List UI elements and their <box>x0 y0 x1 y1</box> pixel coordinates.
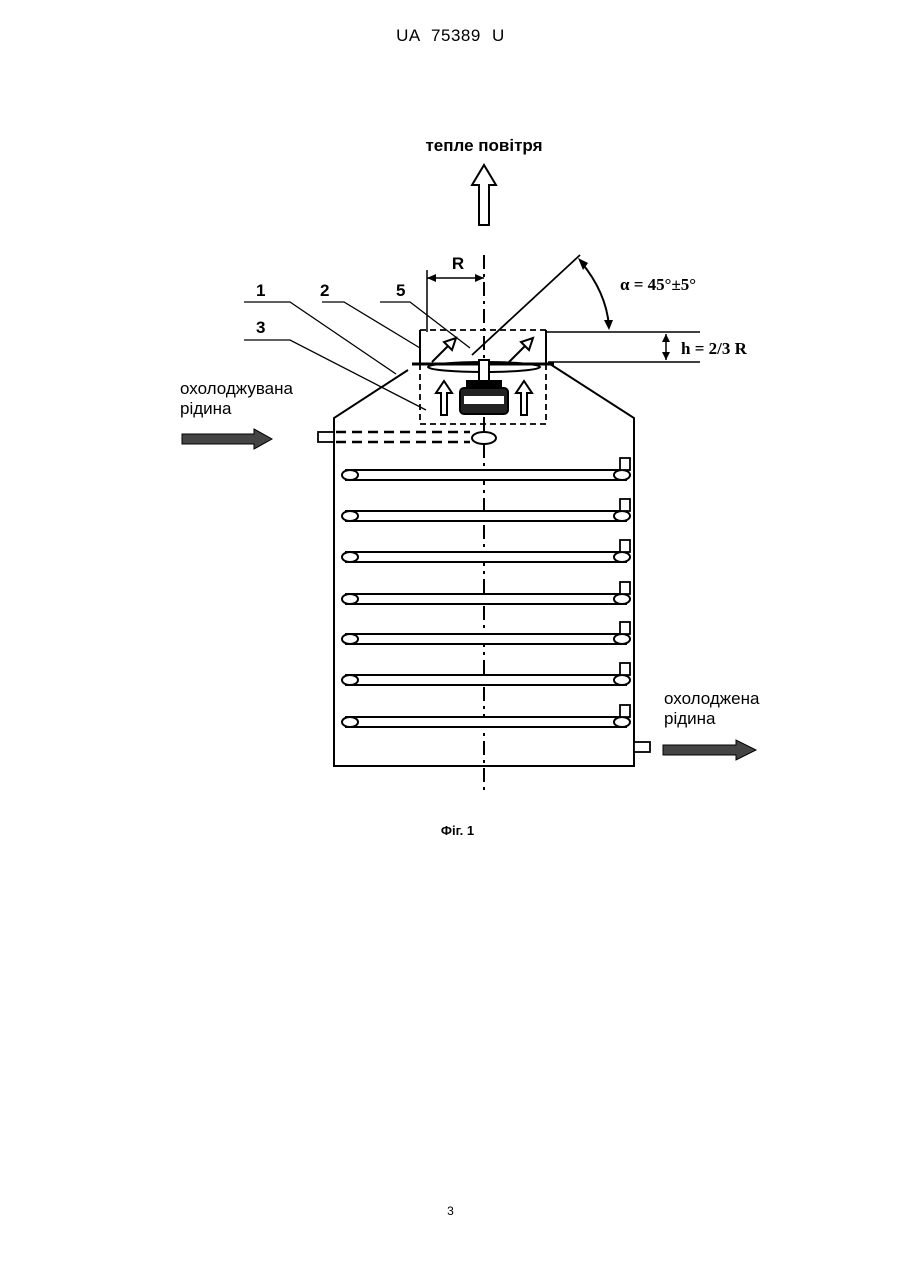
angle-arc <box>581 262 609 326</box>
air-arrow-up-right <box>516 381 532 415</box>
tube-row <box>342 663 630 685</box>
inlet-arrow <box>182 429 272 449</box>
radius-arrowhead-right <box>475 274 484 282</box>
warm-air-label: тепле повітря <box>425 136 542 155</box>
motor-band <box>464 396 504 404</box>
warm-air-arrow <box>472 165 496 225</box>
page-number: 3 <box>0 1204 901 1218</box>
ref-number-5: 5 <box>396 281 405 300</box>
inlet-label-line2: рідина <box>180 399 232 418</box>
tube-row <box>342 705 630 727</box>
height-label: h = 2/3 R <box>681 339 748 358</box>
height-arrowhead-top <box>662 334 670 342</box>
angle-arc-arrow-bottom <box>604 320 613 330</box>
tube-row <box>342 582 630 604</box>
air-arrow-upright <box>509 338 533 362</box>
radius-label: R <box>452 254 464 273</box>
leader-line-2 <box>322 302 420 348</box>
outlet-label-line1: охолоджена <box>664 689 760 708</box>
radius-arrowhead-left <box>427 274 436 282</box>
tube-row <box>342 622 630 644</box>
inlet-pipe <box>318 432 334 442</box>
outlet-pipe <box>634 742 650 752</box>
ref-number-1: 1 <box>256 281 265 300</box>
tube-row <box>342 499 630 521</box>
height-arrowhead-bottom <box>662 352 670 360</box>
leader-line-5 <box>380 302 470 348</box>
distributor-nozzle <box>472 432 496 444</box>
cooling-tower-diagram: тепле повітря R α = 45°±5° h = 2/3 R 1 2… <box>0 0 901 900</box>
tube-row <box>342 458 630 480</box>
air-arrow-upleft <box>432 338 456 362</box>
heat-exchange-tubes <box>342 458 630 727</box>
ref-number-3: 3 <box>256 318 265 337</box>
inlet-label-line1: охолоджувана <box>180 379 294 398</box>
angle-label: α = 45°±5° <box>620 275 696 294</box>
fan-shaft <box>479 360 489 382</box>
tube-row <box>342 540 630 562</box>
leader-line-1 <box>244 302 396 374</box>
figure-caption: Фіг. 1 <box>0 823 901 838</box>
outlet-arrow <box>663 740 756 760</box>
motor-top <box>466 380 502 388</box>
ref-number-2: 2 <box>320 281 329 300</box>
air-arrow-up-left <box>436 381 452 415</box>
outlet-label-line2: рідина <box>664 709 716 728</box>
